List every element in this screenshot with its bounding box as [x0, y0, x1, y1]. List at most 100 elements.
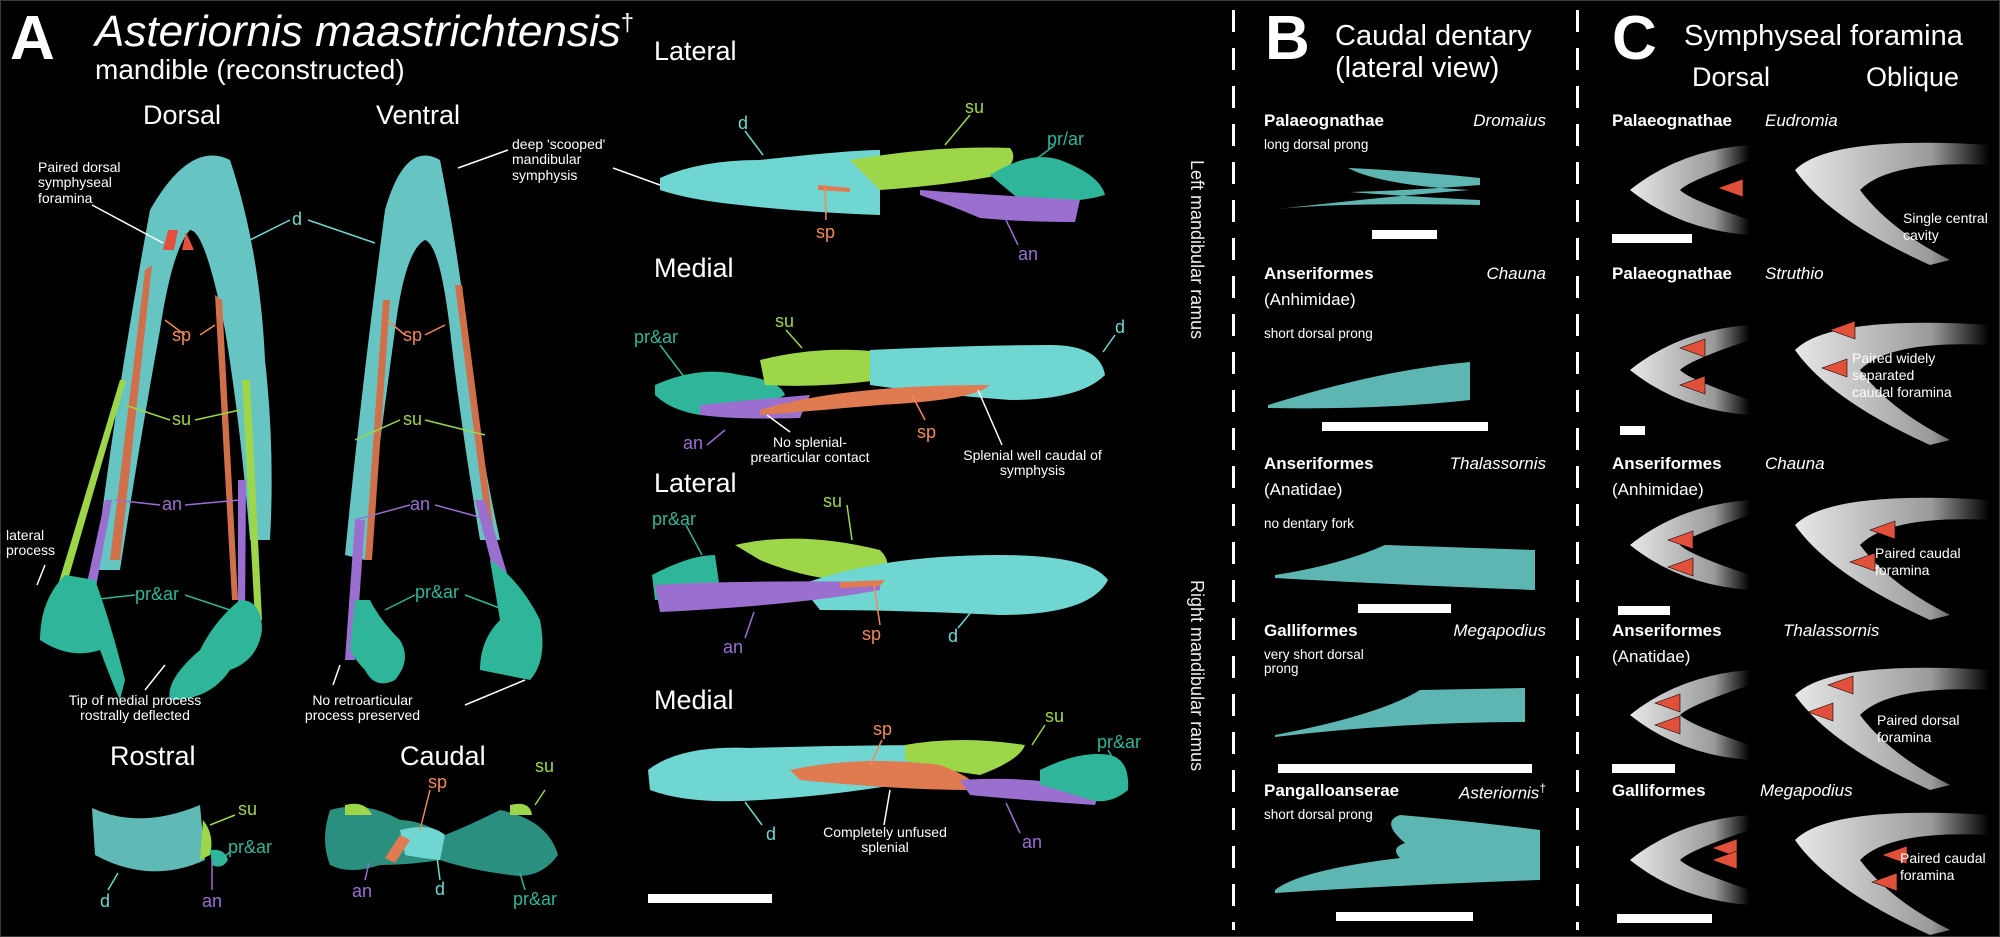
foramen-arrowhead-icon [1711, 838, 1738, 858]
scale-bar [1620, 426, 1645, 435]
view-label-rostral: Rostral [110, 741, 196, 771]
taxon-name: Anseriformes [1264, 454, 1374, 473]
view-label-lateral-right: Lateral [654, 468, 737, 498]
genus-name: Megapodius [1453, 621, 1546, 640]
label-dentary: d [292, 209, 303, 229]
ventral-dentary [345, 155, 500, 561]
label-angular: an [410, 494, 431, 514]
annotation-no-splenial-contact: No splenial-prearticular contact [750, 434, 870, 466]
label-dentary: d [435, 879, 446, 899]
label-dentary: d [948, 626, 959, 646]
label-prearticular-articular: pr&ar [135, 584, 180, 604]
foramen-arrowhead-icon [1667, 530, 1694, 550]
ll-splenial [818, 185, 850, 192]
label-angular: an [202, 891, 223, 911]
annotation-unfused-splenial: Completely unfused splenial [823, 824, 947, 856]
panel-b-subtitle: (lateral view) [1335, 52, 1500, 84]
genus-name: Thalassornis [1783, 621, 1880, 640]
foramen-note: Paired caudal foramina [1900, 850, 1986, 883]
caudal-surangular-left [345, 803, 372, 815]
panel-letter-b: B [1265, 4, 1310, 73]
label-dentary: d [1115, 317, 1126, 337]
scale-bar [1612, 764, 1675, 773]
label-angular: an [683, 433, 704, 453]
oblique-view-specimen [1795, 667, 1990, 790]
foramen-note: Paired widely separated caudal foramina [1852, 350, 1952, 400]
foramen-arrowhead-icon [1821, 358, 1848, 378]
label-splenial: sp [816, 222, 836, 242]
taxon-name: Anseriformes [1612, 621, 1722, 640]
ll-surangular [850, 147, 1014, 190]
label-surangular: su [238, 799, 258, 819]
foramen-arrow-right [182, 232, 194, 250]
scale-bar [1372, 230, 1437, 239]
panel-b-title: Caudal dentary [1335, 20, 1532, 52]
label-angular: an [1022, 832, 1043, 852]
foramen-arrowhead-icon [1869, 520, 1896, 540]
dorsal-view-specimen [1630, 670, 1750, 760]
extinct-dagger: † [620, 9, 635, 37]
morphology-description: short dorsal prong [1264, 807, 1373, 822]
foramen-arrowhead-icon [1717, 178, 1744, 198]
dorsal-mandible [40, 155, 272, 700]
label-splenial: sp [862, 624, 882, 644]
ventral-angular-left [345, 520, 365, 660]
foramen-arrowhead-icon [1881, 845, 1908, 865]
lm-surangular [760, 349, 880, 386]
morphology-description: no dentary fork [1264, 516, 1355, 531]
morphology-description: long dorsal prong [1264, 137, 1369, 152]
rostral-dentary [92, 805, 205, 872]
label-surangular: su [535, 756, 555, 776]
species-title: Asteriornis maastrichtensis† [95, 10, 634, 54]
dentary-specimen [1268, 362, 1470, 409]
view-label-medial-right: Medial [654, 685, 734, 715]
oblique-view-specimen [1795, 142, 1990, 265]
foramen-arrowhead-icon [1654, 693, 1681, 713]
annotation-tip-medial-process: Tip of medial process rostrally deflecte… [68, 692, 202, 724]
ventral-splenial-right [455, 285, 495, 540]
lm-splenial [760, 385, 990, 415]
side-label-left-ramus: Left mandibular ramus [1187, 160, 1207, 340]
label-splenial: sp [428, 772, 448, 792]
taxon-name: Galliformes [1612, 781, 1706, 800]
label-angular: an [1018, 244, 1039, 264]
oblique-view-specimen [1795, 322, 1990, 445]
divider-a-b [1232, 10, 1235, 930]
dorsal-view-specimen [1630, 500, 1750, 590]
label-dentary: d [766, 824, 777, 844]
scale-bar [1322, 422, 1488, 431]
label-prearticular-articular: pr&ar [1097, 732, 1142, 752]
dentary-specimen [1270, 168, 1480, 210]
rm-prar [1040, 754, 1129, 802]
view-label-caudal: Caudal [400, 741, 486, 771]
dorsal-view-specimen [1630, 145, 1750, 235]
annotation-paired-foramina: Paired dorsal symphyseal foramina [38, 159, 121, 206]
rm-splenial [790, 761, 976, 790]
genus-name: Thalassornis [1449, 454, 1546, 473]
foramen-arrowhead-icon [1711, 850, 1738, 870]
scale-bar [1617, 914, 1712, 923]
species-name: Asteriornis maastrichtensis [95, 7, 621, 56]
extinct-dagger: † [1539, 781, 1546, 795]
rostral-surangular [200, 820, 212, 860]
genus-name: Chauna [1765, 454, 1825, 473]
divider-b-c [1576, 10, 1579, 930]
label-dentary: d [100, 891, 111, 911]
morphology-description: very short dorsal prong [1264, 647, 1364, 677]
left-medial-ramus [655, 345, 1105, 419]
foramen-arrowhead-icon [1667, 557, 1694, 577]
label-prearticular-articular: pr&ar [415, 582, 460, 602]
label-surangular: su [775, 311, 795, 331]
label-angular: an [723, 637, 744, 657]
label-prearticular-articular: pr&ar [634, 327, 679, 347]
annotation-no-retroarticular: No retroarticular process preserved [304, 692, 421, 724]
label-surangular: su [1045, 706, 1065, 726]
column-header-oblique: Oblique [1866, 62, 1960, 92]
family-name: (Anatidae) [1264, 480, 1343, 499]
label-splenial: sp [917, 422, 937, 442]
dorsal-prar-right [169, 600, 262, 700]
taxon-name: Pangalloanserae [1264, 781, 1400, 800]
foramen-note: Single central cavity [1903, 210, 1988, 243]
